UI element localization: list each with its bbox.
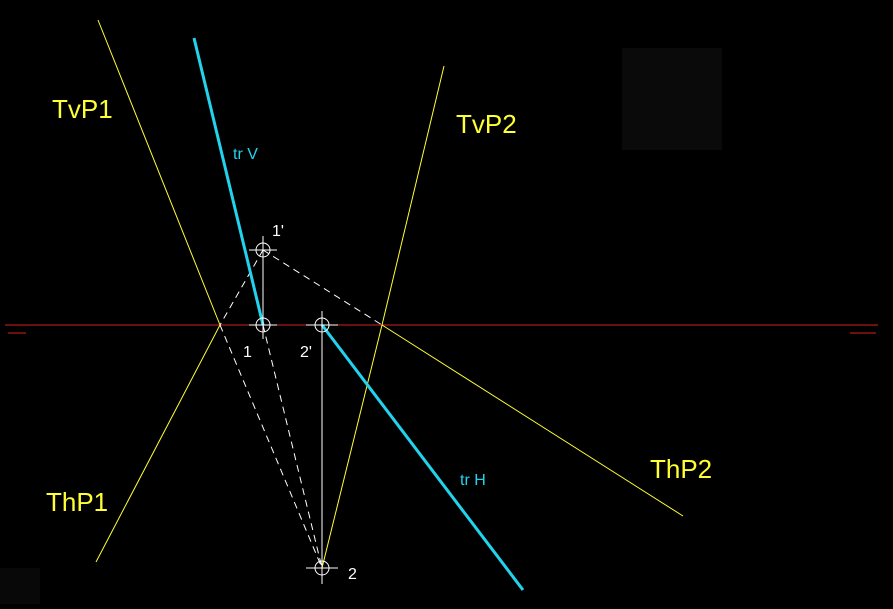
label-thp2: ThP2 bbox=[650, 454, 712, 484]
corner-panel bbox=[0, 568, 40, 604]
background-panel bbox=[622, 48, 722, 150]
tvp1-line bbox=[97, 19, 221, 326]
label-tvp1: TvP1 bbox=[52, 94, 113, 124]
point-marker-2-prime bbox=[306, 311, 338, 339]
construction-lines bbox=[219, 249, 383, 569]
point-marker-1 bbox=[249, 311, 277, 339]
label-point-2: 2 bbox=[348, 566, 357, 583]
label-tvp2: TvP2 bbox=[456, 109, 517, 139]
label-trh: tr H bbox=[460, 472, 486, 489]
label-point-1-prime: 1' bbox=[272, 223, 284, 240]
label-thp1: ThP1 bbox=[46, 487, 108, 517]
dash-p1-ground-to-2 bbox=[219, 324, 323, 569]
label-point-2-prime: 2' bbox=[300, 344, 312, 361]
trv-line bbox=[192, 37, 265, 326]
label-point-1: 1 bbox=[243, 344, 252, 361]
dash-1p-to-p1-ground bbox=[219, 249, 264, 326]
thp2-line bbox=[381, 324, 684, 517]
thp1-line bbox=[95, 324, 221, 563]
point-marker-1-prime bbox=[249, 236, 277, 264]
point-marker-2 bbox=[306, 552, 338, 584]
tvp2-line bbox=[381, 65, 445, 326]
label-trv: tr V bbox=[233, 146, 258, 163]
dash-1-to-2 bbox=[262, 324, 323, 569]
trh-line bbox=[320, 324, 525, 591]
thp2-extension bbox=[321, 324, 383, 569]
